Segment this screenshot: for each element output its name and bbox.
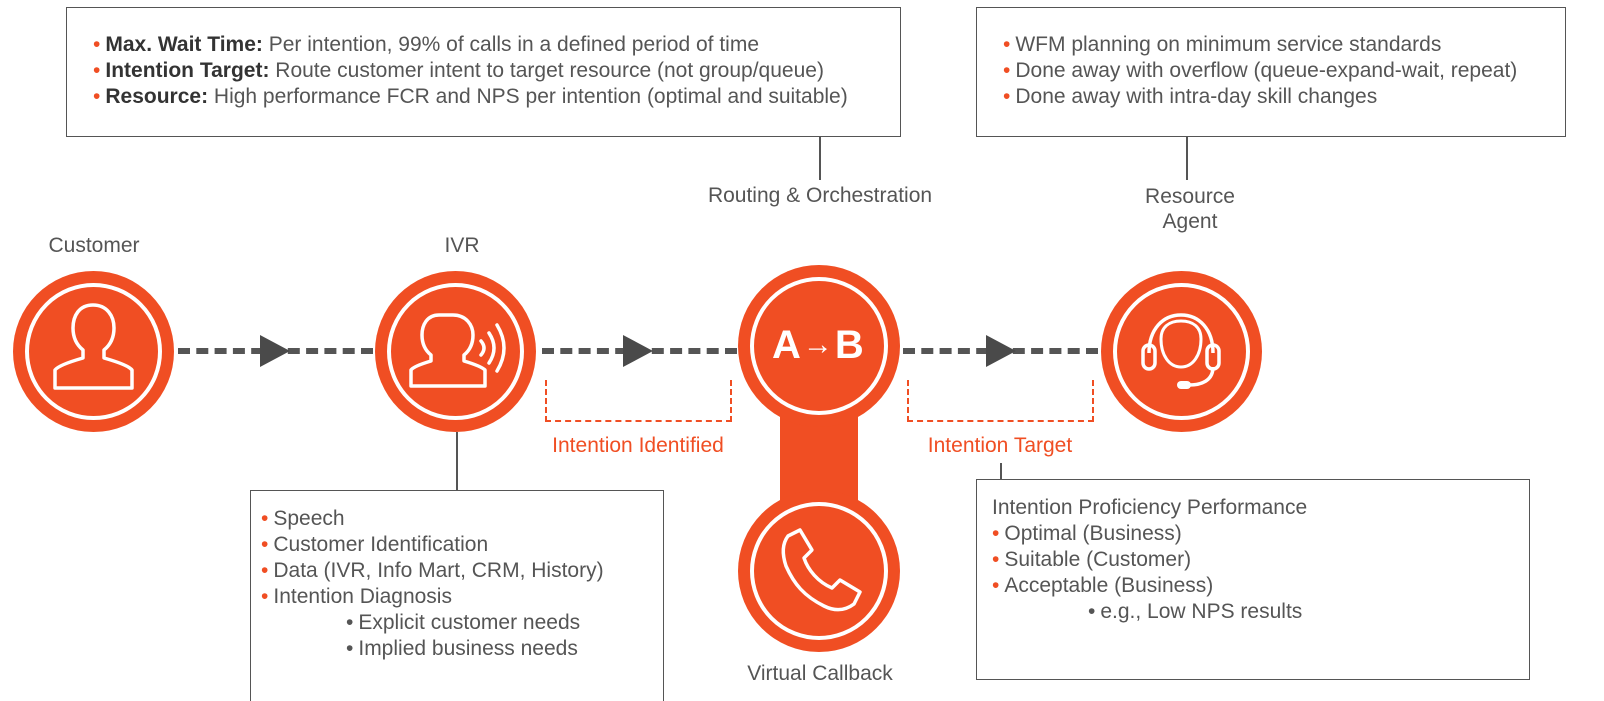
ivr-node bbox=[375, 271, 536, 432]
ab-a: A bbox=[772, 323, 801, 367]
box-item: •Suitable (Customer) bbox=[992, 548, 1192, 571]
connector-line bbox=[819, 137, 821, 180]
resource-label-line2: Agent bbox=[1162, 210, 1218, 233]
virtual-callback-label: Virtual Callback bbox=[747, 662, 893, 685]
box-item: •Optimal (Business) bbox=[992, 522, 1182, 545]
routing-label: Routing & Orchestration bbox=[707, 184, 933, 207]
intention-identified-bracket bbox=[545, 380, 732, 422]
box-subitem: •e.g., Low NPS results bbox=[1088, 600, 1303, 623]
flow-arrow-icon bbox=[986, 335, 1016, 367]
proficiency-box: Intention Proficiency Performance •Optim… bbox=[976, 479, 1530, 680]
customer-label: Customer bbox=[48, 234, 140, 257]
box-subitem: •Implied business needs bbox=[346, 637, 578, 660]
box-item: •Customer Identification bbox=[261, 533, 489, 556]
box-item: •Acceptable (Business) bbox=[992, 574, 1214, 597]
box-item: •Resource: High performance FCR and NPS … bbox=[93, 85, 848, 108]
box-subitem: •Explicit customer needs bbox=[346, 611, 581, 634]
box-item: •Intention Diagnosis bbox=[261, 585, 452, 608]
ivr-details-box: •Speech •Customer Identification •Data (… bbox=[250, 490, 664, 701]
intention-identified-label: Intention Identified bbox=[552, 434, 724, 457]
box-item: •WFM planning on minimum service standar… bbox=[1003, 33, 1442, 56]
flow-arrow-icon bbox=[623, 335, 653, 367]
wfm-box: •WFM planning on minimum service standar… bbox=[976, 7, 1566, 137]
intention-target-label: Intention Target bbox=[927, 434, 1073, 457]
connector-line bbox=[456, 432, 458, 490]
wait-time-box: •Max. Wait Time: Per intention, 99% of c… bbox=[66, 7, 901, 137]
connector-line bbox=[1186, 137, 1188, 180]
phone-icon bbox=[781, 528, 862, 612]
ivr-speaking-icon bbox=[409, 313, 506, 388]
box-item: •Done away with intra-day skill changes bbox=[1003, 85, 1378, 108]
headset-icon bbox=[1141, 313, 1221, 389]
ab-arrow-icon: → bbox=[802, 328, 833, 361]
resource-label-line1: Resource bbox=[1145, 185, 1235, 208]
person-icon bbox=[53, 303, 134, 390]
box-item: •Max. Wait Time: Per intention, 99% of c… bbox=[93, 33, 760, 56]
box-item: •Done away with overflow (queue-expand-w… bbox=[1003, 59, 1518, 82]
flow-arrow-icon bbox=[260, 335, 290, 367]
box-heading: Intention Proficiency Performance bbox=[992, 496, 1308, 519]
callback-node bbox=[738, 490, 900, 652]
box-item: •Data (IVR, Info Mart, CRM, History) bbox=[261, 559, 604, 582]
box-item: •Intention Target: Route customer intent… bbox=[93, 59, 824, 82]
ab-b: B bbox=[834, 323, 864, 367]
routing-ab-text: A→B bbox=[772, 323, 864, 368]
intention-target-bracket bbox=[907, 380, 1094, 422]
customer-node bbox=[13, 271, 174, 432]
connector-line bbox=[1000, 463, 1002, 479]
ivr-label: IVR bbox=[444, 234, 480, 257]
box-item: •Speech bbox=[261, 507, 345, 530]
agent-node bbox=[1101, 271, 1262, 432]
routing-node: A→B bbox=[738, 265, 900, 427]
resource-label: Resource Agent bbox=[1110, 184, 1270, 234]
